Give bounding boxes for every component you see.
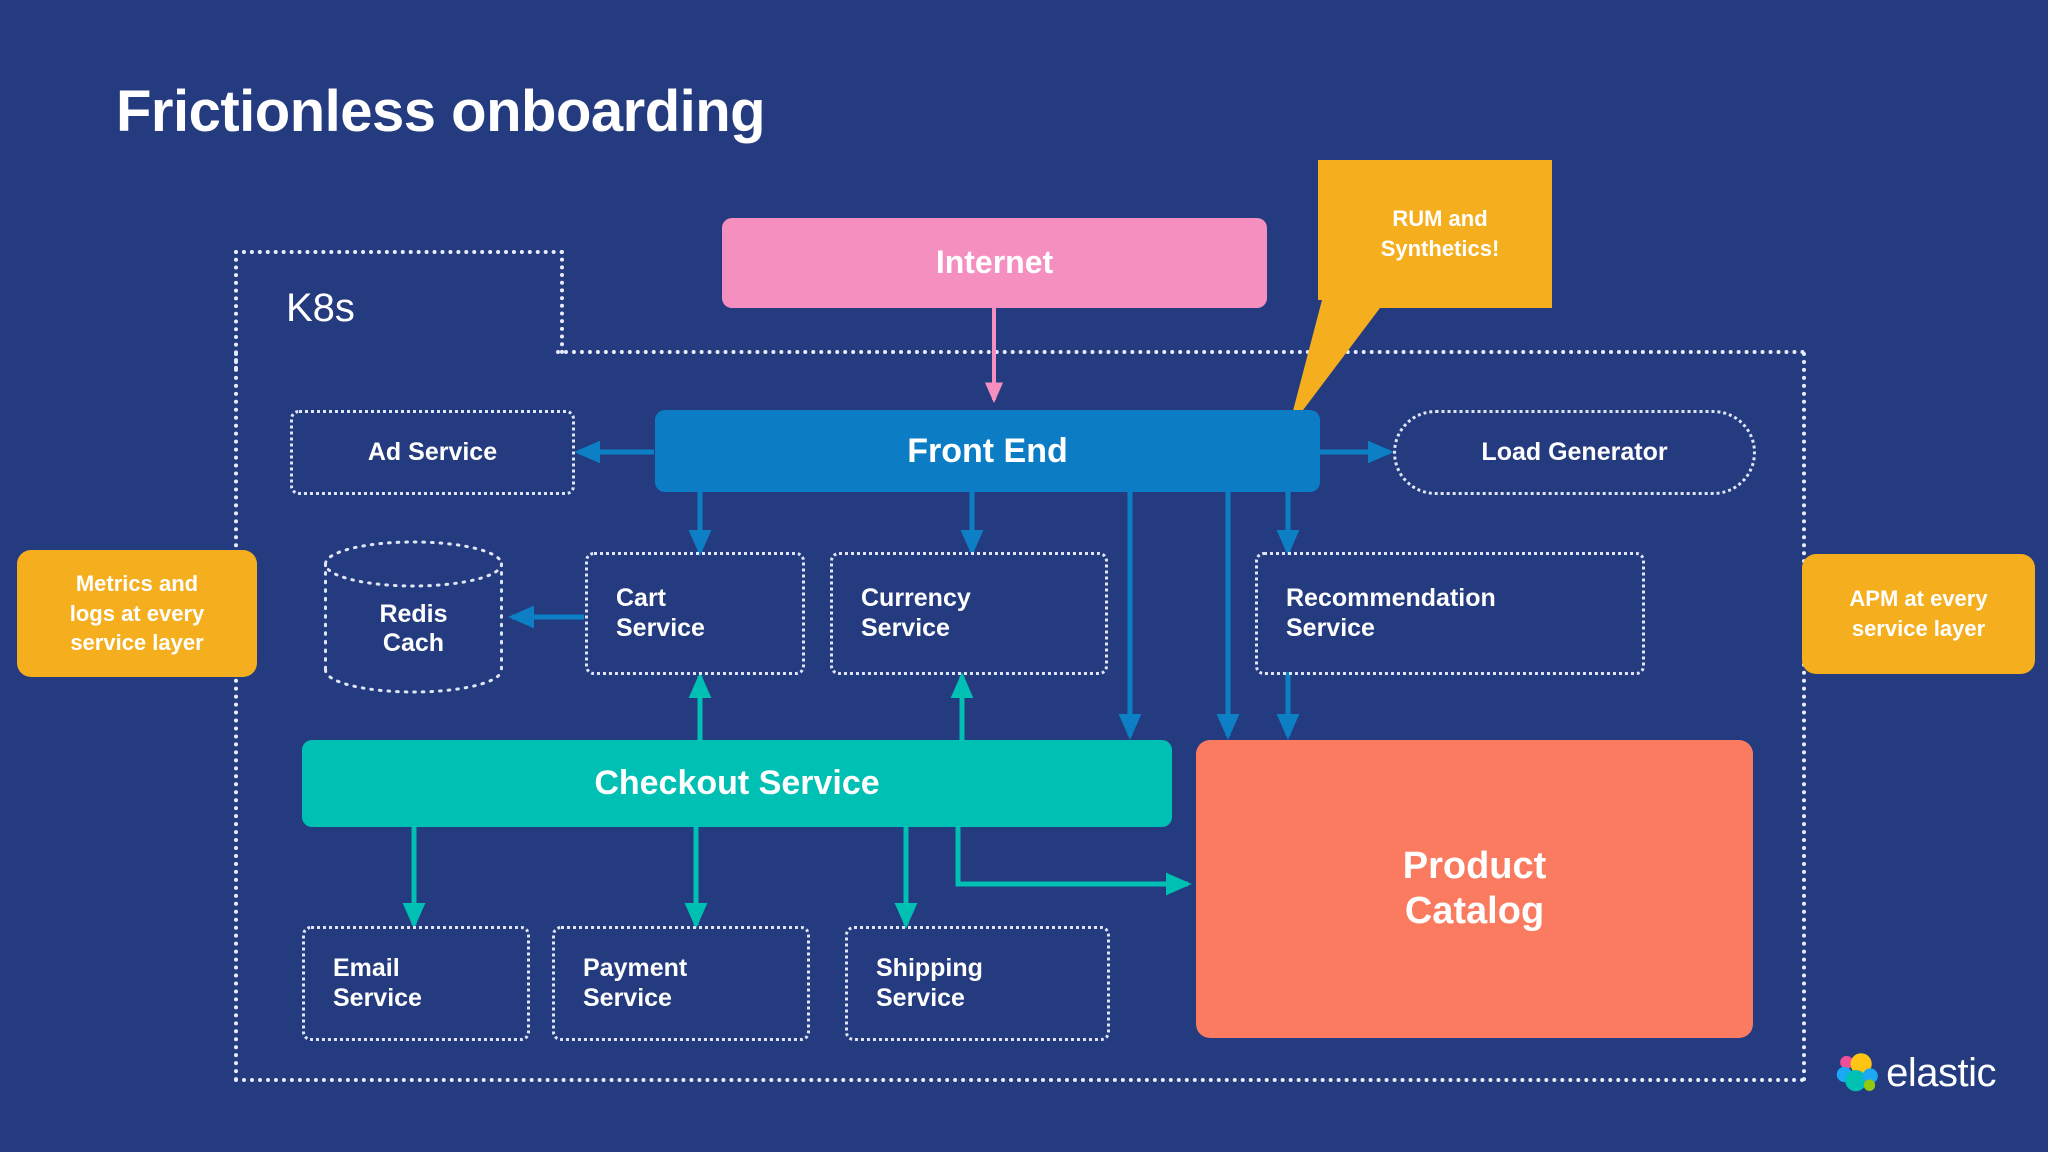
node-recommendation-service-label: Recommendation Service: [1286, 584, 1496, 642]
node-ad-service-label: Ad Service: [367, 437, 498, 466]
k8s-boundary-upper: [234, 250, 564, 370]
node-checkout-service-label: Checkout Service: [594, 764, 880, 803]
elastic-wordmark: elastic: [1886, 1050, 1996, 1095]
k8s-boundary-main: [234, 352, 1806, 1082]
node-front-end-label: Front End: [907, 431, 1068, 470]
node-payment-service[interactable]: Payment Service: [552, 926, 810, 1041]
node-product-catalog[interactable]: Product Catalog: [1196, 740, 1753, 1038]
node-shipping-service-label: Shipping Service: [876, 954, 983, 1012]
callout-apm[interactable]: APM at every service layer: [1802, 554, 2035, 674]
node-load-generator[interactable]: Load Generator: [1393, 410, 1756, 495]
elastic-logo: elastic: [1836, 1043, 1996, 1103]
node-recommendation-service[interactable]: Recommendation Service: [1255, 552, 1645, 675]
k8s-label: K8s: [286, 286, 355, 330]
callout-rum-synthetics-label: RUM and Synthetics!: [1380, 206, 1500, 261]
node-internet-label: Internet: [935, 244, 1054, 281]
node-redis-cache-label: Redis Cach: [379, 599, 448, 658]
node-cart-service-label: Cart Service: [616, 584, 705, 642]
node-product-catalog-label: Product Catalog: [1402, 845, 1547, 932]
node-shipping-service[interactable]: Shipping Service: [845, 926, 1110, 1041]
elastic-mark-icon: [1836, 1053, 1878, 1092]
node-front-end[interactable]: Front End: [655, 410, 1320, 492]
page-title: Frictionless onboarding: [116, 79, 766, 144]
callout-metrics-logs[interactable]: Metrics and logs at every service layer: [17, 550, 257, 677]
node-cart-service[interactable]: Cart Service: [585, 552, 805, 675]
node-load-generator-label: Load Generator: [1481, 437, 1668, 466]
node-redis-cache[interactable]: Redis Cach: [320, 538, 507, 696]
node-email-service[interactable]: Email Service: [302, 926, 530, 1041]
node-checkout-service[interactable]: Checkout Service: [302, 740, 1172, 827]
callout-apm-label: APM at every service layer: [1849, 586, 1988, 641]
node-payment-service-label: Payment Service: [583, 954, 688, 1012]
node-internet[interactable]: Internet: [722, 218, 1267, 308]
node-currency-service-label: Currency Service: [861, 584, 971, 642]
callout-metrics-logs-label: Metrics and logs at every service layer: [69, 570, 205, 656]
cylinder-shape: [324, 540, 503, 694]
node-ad-service[interactable]: Ad Service: [290, 410, 575, 495]
node-email-service-label: Email Service: [333, 954, 422, 1012]
node-currency-service[interactable]: Currency Service: [830, 552, 1108, 675]
k8s-boundary-upper-right-edge: [560, 250, 564, 354]
k8s-boundary-top-segment: [556, 350, 1806, 358]
